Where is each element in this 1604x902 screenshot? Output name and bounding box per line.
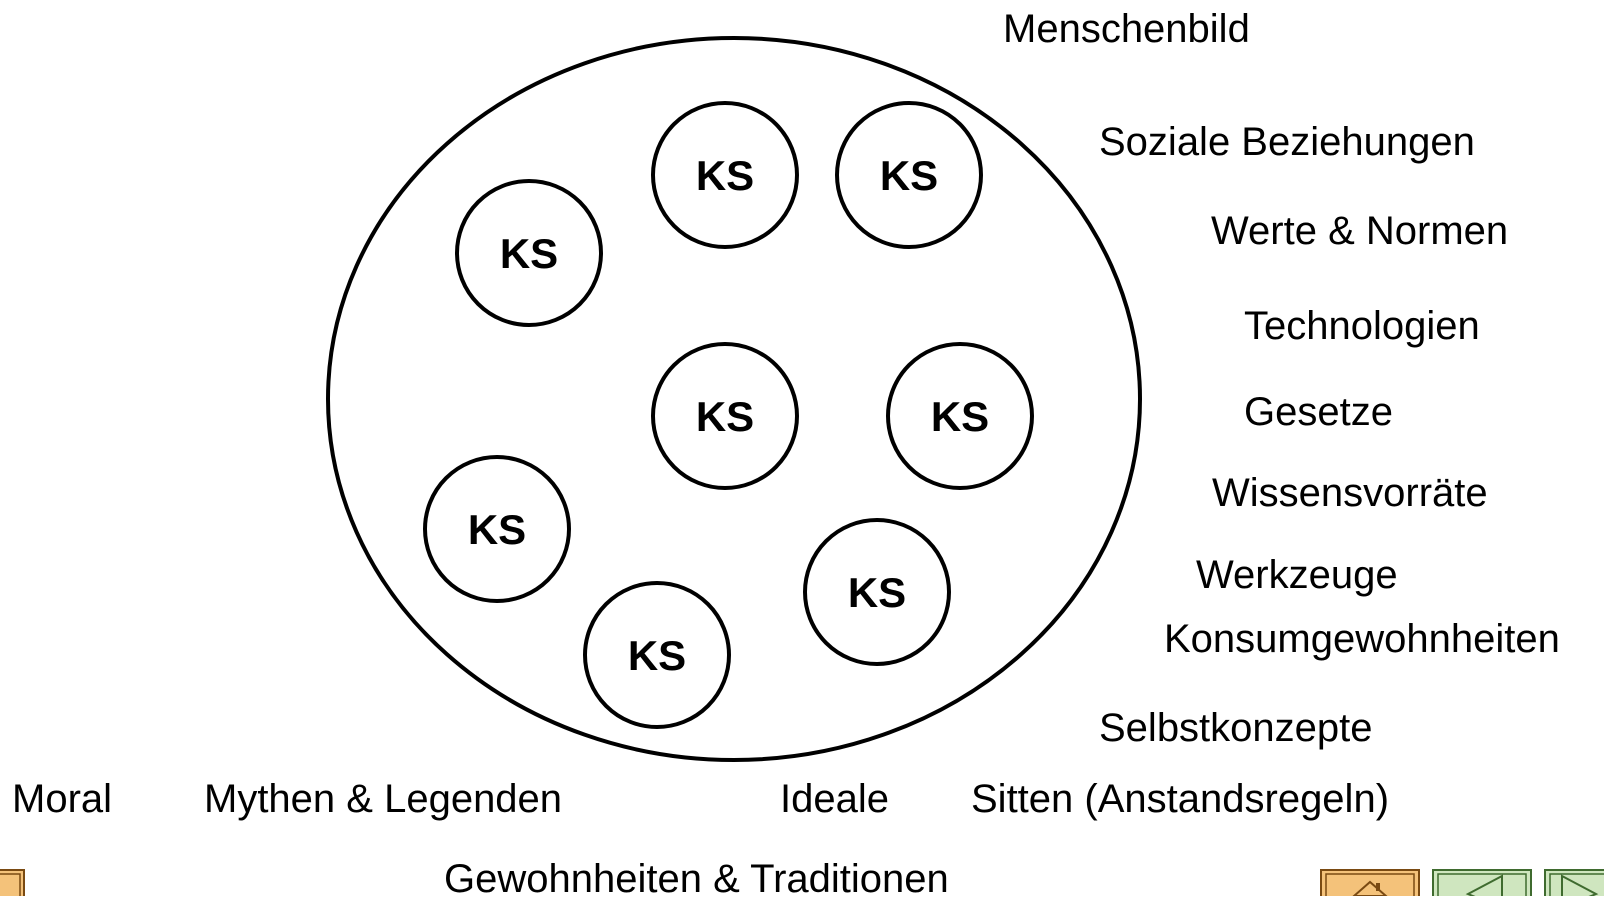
concept-menschenbild: Menschenbild (1003, 7, 1250, 51)
subsystem-ks-3: KS (835, 101, 983, 249)
back-arrow-icon (1432, 869, 1532, 902)
subsystem-label: KS (468, 506, 526, 553)
concept-mythen-legenden: Mythen & Legenden (204, 777, 563, 821)
subsystem-label: KS (628, 632, 686, 679)
subsystem-ks-1: KS (455, 179, 603, 327)
subsystem-circle (423, 455, 571, 603)
subsystem-circle (803, 518, 951, 666)
subsystem-label: KS (696, 393, 754, 440)
subsystem-circle (835, 101, 983, 249)
subsystem-ks-6: KS (423, 455, 571, 603)
subsystem-ks-5: KS (886, 342, 1034, 490)
concept-ideale: Ideale (780, 777, 889, 821)
concept-werkzeuge: Werkzeuge (1196, 553, 1398, 597)
concept-selbstkonzepte: Selbstkonzepte (1099, 706, 1373, 750)
concept-moral: Moral (12, 777, 113, 821)
subsystem-label: KS (880, 152, 938, 199)
concept-gewohnheiten-traditionen: Gewohnheiten & Traditionen (444, 857, 949, 901)
subsystem-circle (886, 342, 1034, 490)
subsystem-label: KS (500, 230, 558, 277)
forward-button[interactable] (1544, 868, 1604, 902)
subsystem-label: KS (848, 569, 906, 616)
subsystem-ks-8: KS (583, 581, 731, 729)
concept-konsumgewohnheiten: Konsumgewohnheiten (1164, 617, 1560, 661)
nav-button-partial[interactable] (0, 868, 26, 901)
culture-ellipse (326, 36, 1142, 762)
home-icon (1320, 869, 1420, 902)
concept-sitten: Sitten (Anstandsregeln) (971, 777, 1390, 821)
subsystem-circle (651, 101, 799, 249)
subsystem-ks-4: KS (651, 342, 799, 490)
subsystem-circle (651, 342, 799, 490)
forward-arrow-icon (1544, 869, 1604, 902)
home-button[interactable] (1320, 868, 1420, 902)
subsystem-ks-7: KS (803, 518, 951, 666)
subsystem-circle (583, 581, 731, 729)
subsystem-circle (455, 179, 603, 327)
back-button[interactable] (1432, 868, 1532, 902)
concept-wissensvorraete: Wissensvorräte (1212, 471, 1488, 515)
subsystem-ks-2: KS (651, 101, 799, 249)
concept-soziale-beziehungen: Soziale Beziehungen (1099, 120, 1475, 164)
concept-gesetze: Gesetze (1244, 390, 1393, 434)
nav-button-edge-icon (0, 869, 25, 901)
subsystem-label: KS (696, 152, 754, 199)
concept-technologien: Technologien (1244, 304, 1480, 348)
concept-werte-normen: Werte & Normen (1211, 209, 1509, 253)
subsystem-label: KS (931, 393, 989, 440)
